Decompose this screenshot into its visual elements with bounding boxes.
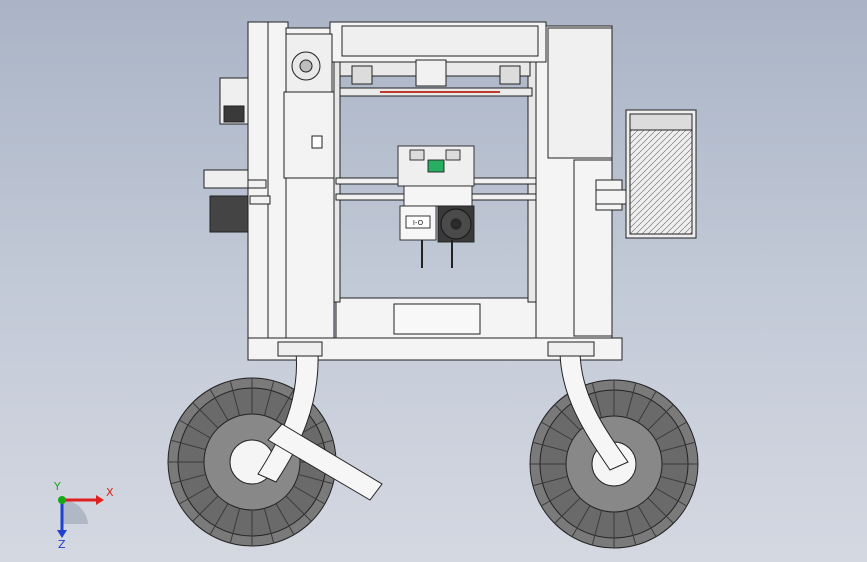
y-axis-dot — [58, 496, 66, 504]
spool-spoke — [179, 485, 211, 505]
spool-spoke — [591, 510, 603, 546]
spool-spoke — [532, 441, 568, 453]
spool-spoke — [625, 510, 637, 546]
spool-spoke — [285, 495, 312, 522]
spool-spoke — [660, 475, 696, 487]
main-frame — [247, 21, 627, 361]
spool-spoke — [275, 389, 295, 421]
spool-spoke — [655, 487, 687, 507]
spool-spoke — [192, 402, 219, 429]
spool-spoke — [192, 495, 219, 522]
spool-spoke — [637, 391, 657, 423]
spool-spoke — [571, 505, 591, 537]
spool-spoke — [637, 505, 657, 537]
spool-spoke — [541, 487, 573, 507]
x-axis-label: X — [106, 486, 114, 499]
spool-spoke — [293, 485, 325, 505]
spool-spoke — [532, 475, 568, 487]
spool-spoke — [554, 497, 581, 524]
spool-spoke — [591, 382, 603, 418]
extruder-head: I-O — [397, 145, 475, 268]
orientation-triad[interactable]: X Y Z — [40, 478, 120, 551]
x-axis-head — [96, 495, 104, 505]
spool-spoke — [554, 404, 581, 431]
spool-spoke — [209, 503, 229, 535]
spool-spoke — [263, 508, 275, 544]
power-supply — [625, 109, 697, 239]
filament-tubes — [257, 341, 629, 501]
extruder-label-plate: I-O — [413, 219, 424, 227]
triad-plane — [62, 499, 88, 524]
y-axis-label: Y — [53, 480, 61, 493]
spool-spoke — [170, 473, 206, 485]
spool-spoke — [209, 389, 229, 421]
spool-spoke — [625, 382, 637, 418]
spool-spoke — [275, 503, 295, 535]
spool-spoke — [655, 421, 687, 441]
spool-spoke — [179, 419, 211, 439]
z-axis-head — [57, 530, 67, 538]
z-axis-label: Z — [58, 538, 66, 548]
spool-spoke — [541, 421, 573, 441]
print-bed — [339, 59, 533, 97]
spool-spoke — [170, 439, 206, 451]
spool-spoke — [660, 441, 696, 453]
spool-spoke — [298, 473, 334, 485]
left-motors — [203, 33, 335, 233]
spool-spoke — [647, 497, 674, 524]
spool-spoke — [229, 508, 241, 544]
spool-spoke — [647, 404, 674, 431]
spool-spoke — [263, 380, 275, 416]
spool-spoke — [229, 380, 241, 416]
